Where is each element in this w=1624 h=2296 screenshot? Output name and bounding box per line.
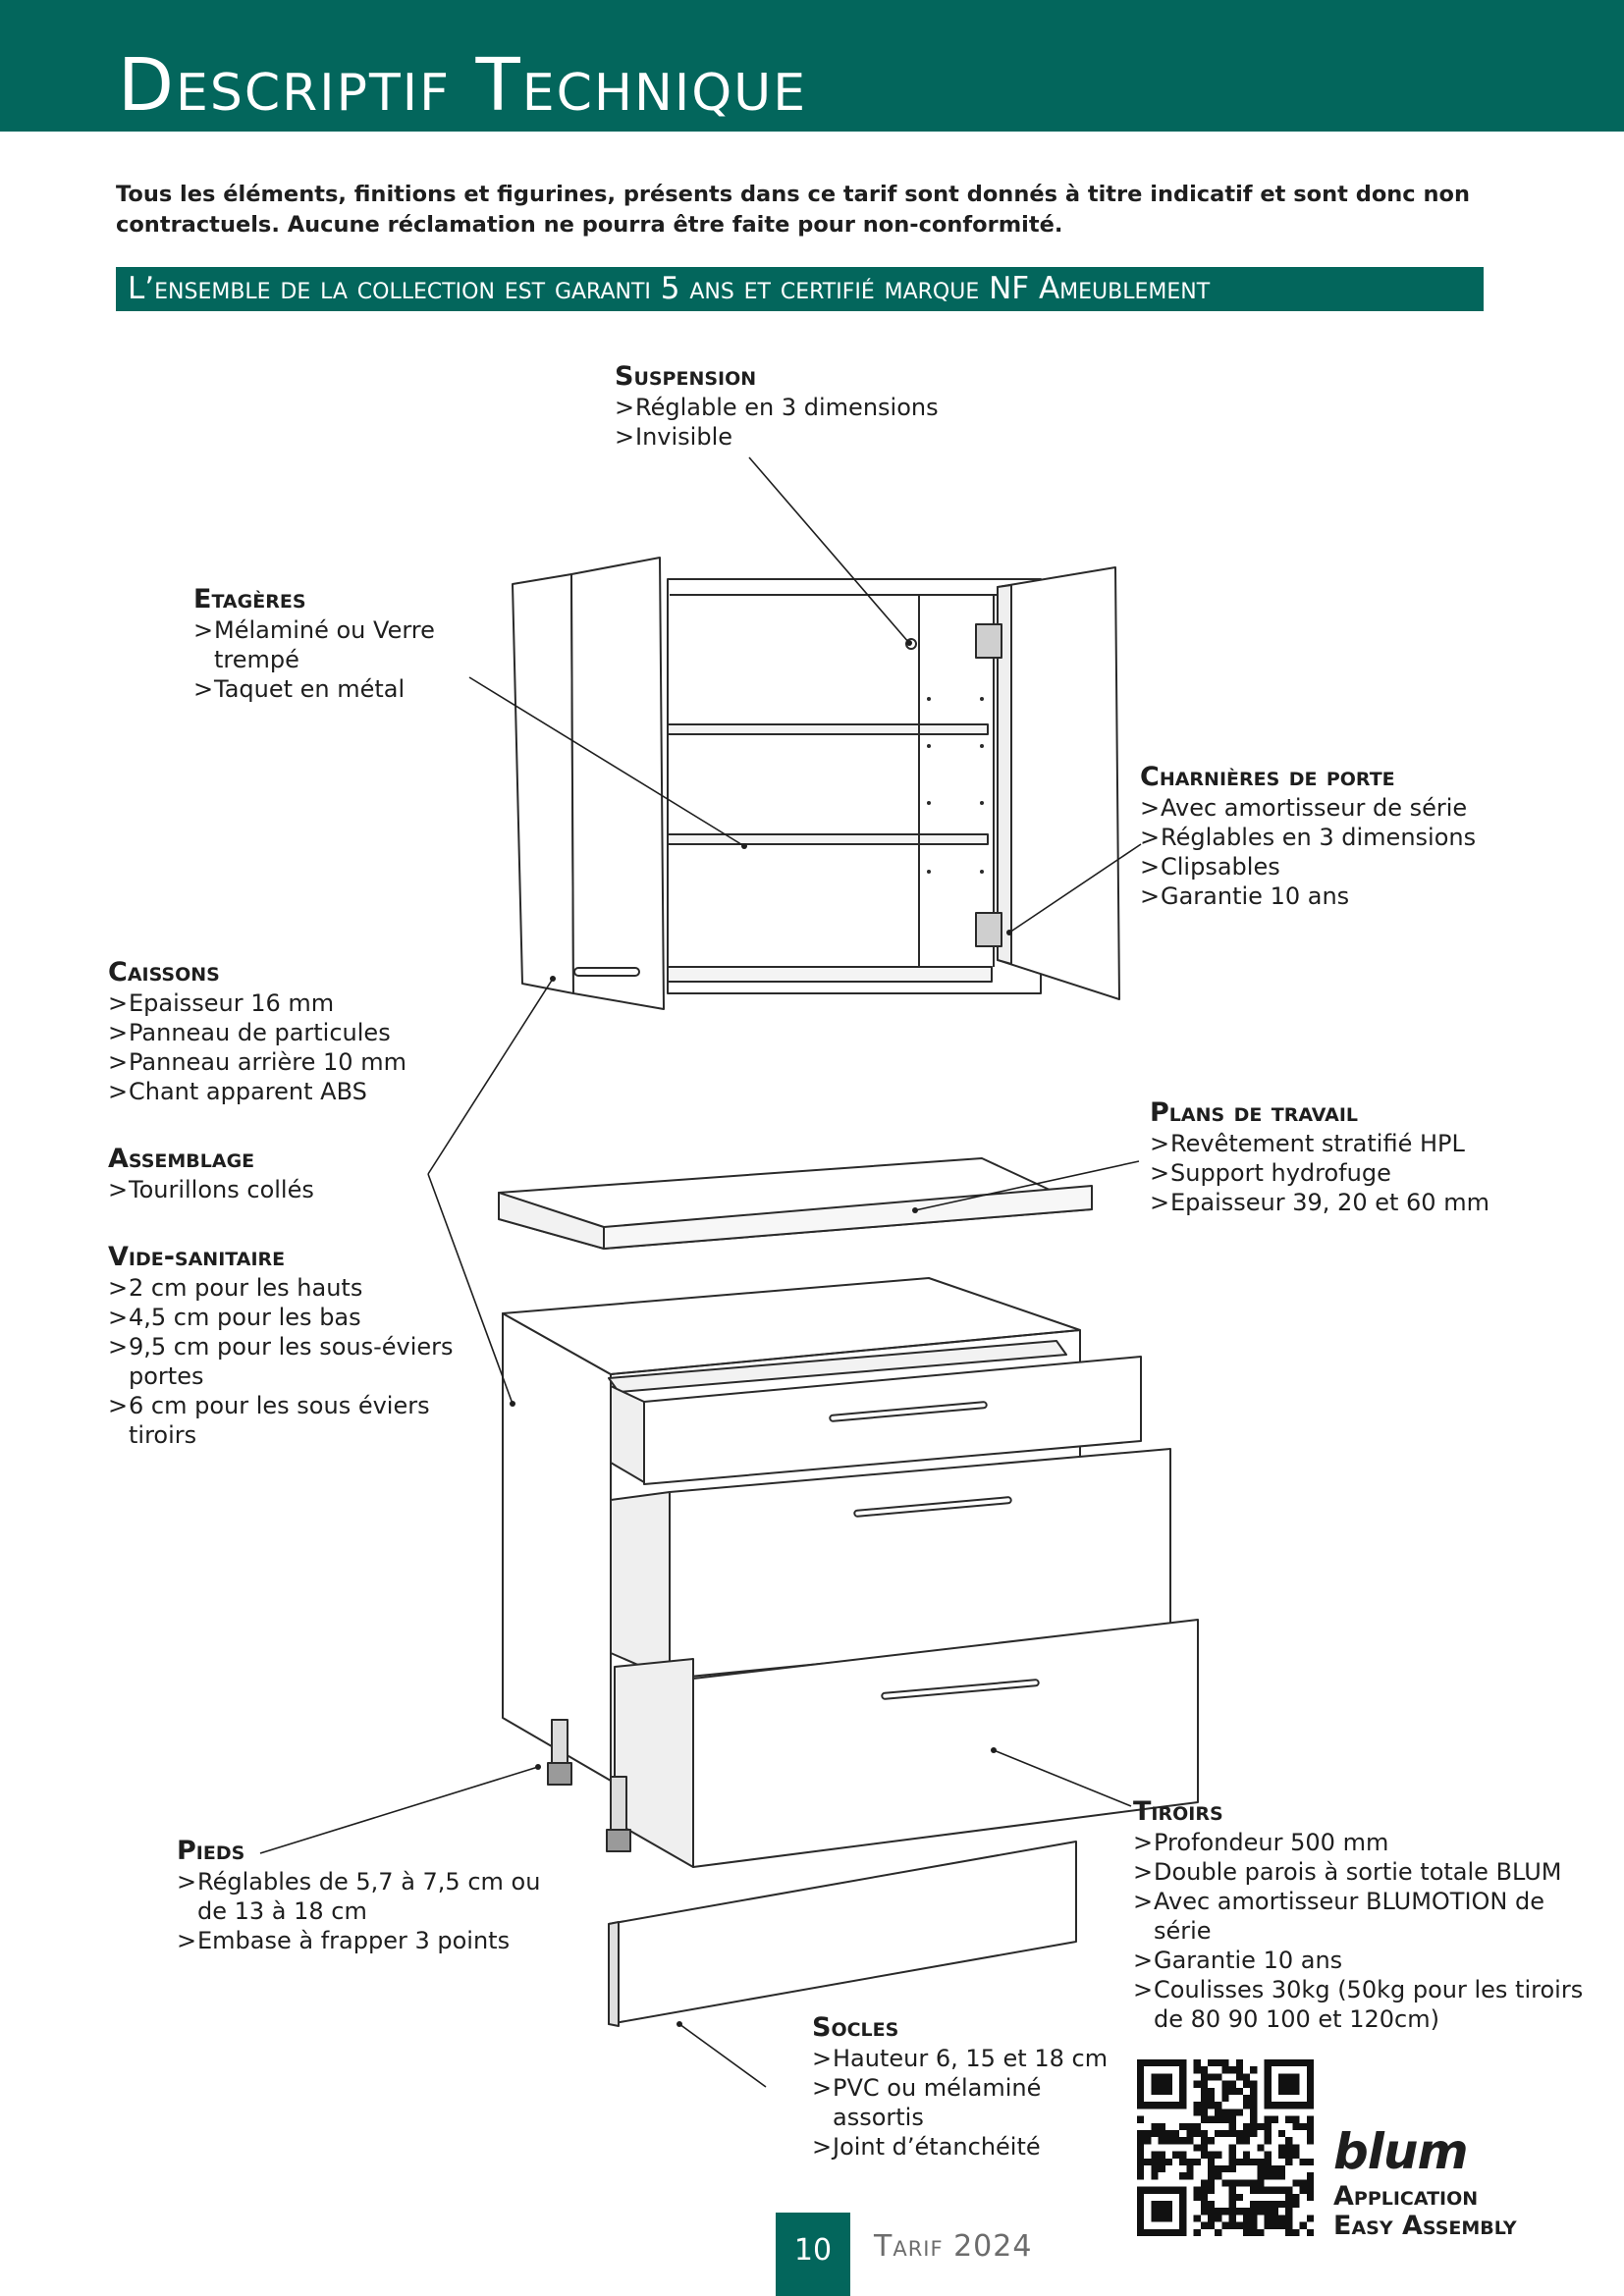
list-item: Garantie 10 ans xyxy=(1133,1946,1604,1975)
list-item: Embase à frapper 3 points xyxy=(177,1926,569,1955)
section-title: Assemblage xyxy=(108,1144,255,1174)
section-title: Vide-sanitaire xyxy=(108,1242,286,1272)
list-item: Réglables de 5,7 à 7,5 cm ou de 13 à 18 … xyxy=(177,1867,569,1926)
list-item: Double parois à sortie totale BLUM xyxy=(1133,1857,1604,1887)
list-item: 6 cm pour les sous éviers tiroirs xyxy=(108,1391,461,1450)
blum-app-line2: Easy Assembly xyxy=(1333,2211,1517,2241)
page-title: Descriptif Technique xyxy=(118,43,808,128)
list-item: Clipsables xyxy=(1140,852,1552,881)
list-item: Panneau arrière 10 mm xyxy=(108,1047,452,1077)
list-item: Profondeur 500 mm xyxy=(1133,1828,1604,1857)
section-title: Plans de travail xyxy=(1150,1097,1359,1128)
list-item: Mélaminé ou Verre trempé xyxy=(193,615,478,674)
list-item: Panneau de particules xyxy=(108,1018,452,1047)
section-socles: Socles Hauteur 6, 15 et 18 cm PVC ou mél… xyxy=(812,2012,1126,2162)
list-item: 4,5 cm pour les bas xyxy=(108,1303,461,1332)
section-title: Tiroirs xyxy=(1133,1796,1223,1827)
section-suspension: Suspension Réglable en 3 dimensions Invi… xyxy=(615,361,1047,452)
list-item: Revêtement stratifié HPL xyxy=(1150,1129,1562,1158)
blum-app-line1: Application xyxy=(1333,2181,1479,2212)
list-item: 9,5 cm pour les sous-éviers portes xyxy=(108,1332,461,1391)
page-number: 10 xyxy=(776,2213,850,2296)
list-item: 2 cm pour les hauts xyxy=(108,1273,461,1303)
list-item: Tourillons collés xyxy=(108,1175,432,1204)
blum-logo: blum xyxy=(1333,2123,1469,2180)
list-item: Taquet en métal xyxy=(193,674,478,704)
list-item: Epaisseur 39, 20 et 60 mm xyxy=(1150,1188,1562,1217)
list-item: Avec amortisseur BLUMOTION de série xyxy=(1133,1887,1604,1946)
section-assemblage: Assemblage Tourillons collés xyxy=(108,1144,432,1204)
list-item: Réglable en 3 dimensions xyxy=(615,393,1047,422)
section-title: Charnières de porte xyxy=(1140,762,1395,792)
section-title: Suspension xyxy=(615,361,757,392)
section-title: Etagères xyxy=(193,584,306,614)
section-title: Pieds xyxy=(177,1836,245,1866)
qr-code-icon[interactable] xyxy=(1137,2059,1314,2236)
list-item: Support hydrofuge xyxy=(1150,1158,1562,1188)
list-item: Joint d’étanchéité xyxy=(812,2132,1126,2162)
section-title: Socles xyxy=(812,2012,899,2043)
guarantee-banner: L’ensemble de la collection est garanti … xyxy=(116,267,1484,311)
section-vide-sanitaire: Vide-sanitaire 2 cm pour les hauts 4,5 c… xyxy=(108,1242,461,1450)
blum-app-label: Application Easy Assembly xyxy=(1333,2182,1517,2241)
list-item: PVC ou mélaminé assortis xyxy=(812,2073,1126,2132)
list-item: Coulisses 30kg (50kg pour les tiroirs de… xyxy=(1133,1975,1604,2034)
section-charnieres: Charnières de porte Avec amortisseur de … xyxy=(1140,762,1552,911)
list-item: Epaisseur 16 mm xyxy=(108,988,452,1018)
list-item: Chant apparent ABS xyxy=(108,1077,452,1106)
list-item: Hauteur 6, 15 et 18 cm xyxy=(812,2044,1126,2073)
section-title: Caissons xyxy=(108,957,220,988)
section-caissons: Caissons Epaisseur 16 mm Panneau de part… xyxy=(108,957,452,1106)
section-plans-de-travail: Plans de travail Revêtement stratifié HP… xyxy=(1150,1097,1562,1217)
list-item: Invisible xyxy=(615,422,1047,452)
tarif-label: Tarif 2024 xyxy=(874,2229,1033,2264)
list-item: Avec amortisseur de série xyxy=(1140,793,1552,823)
list-item: Garantie 10 ans xyxy=(1140,881,1552,911)
section-tiroirs: Tiroirs Profondeur 500 mm Double parois … xyxy=(1133,1796,1604,2034)
header-bar: Descriptif Technique xyxy=(0,0,1624,132)
list-item: Réglables en 3 dimensions xyxy=(1140,823,1552,852)
section-etageres: Etagères Mélaminé ou Verre trempé Taquet… xyxy=(193,584,478,704)
intro-disclaimer: Tous les éléments, finitions et figurine… xyxy=(116,182,1470,238)
section-pieds: Pieds Réglables de 5,7 à 7,5 cm ou de 13… xyxy=(177,1836,569,1955)
